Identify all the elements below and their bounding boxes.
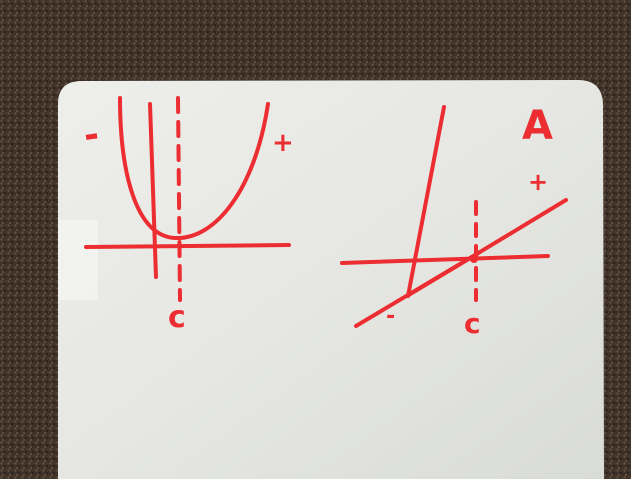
right-minus-label: - <box>386 304 396 329</box>
left-horizontal-axis <box>84 243 291 249</box>
left-dashed-line <box>176 96 182 302</box>
whiteboard <box>58 80 604 479</box>
right-vertical-line <box>406 105 446 298</box>
left-curve <box>118 96 270 241</box>
right-horizontal-axis <box>340 254 550 265</box>
left-vertical-asymptote <box>148 102 158 279</box>
right-c-label: c <box>464 307 481 340</box>
left-plus-label: + <box>272 128 294 158</box>
right-intersection-mark <box>470 255 478 263</box>
right-a-label: A <box>522 103 553 149</box>
left-c-label: c <box>168 300 186 335</box>
board-glare <box>58 220 98 300</box>
right-diagonal-trace <box>406 252 480 298</box>
right-plus-label: + <box>528 168 549 196</box>
